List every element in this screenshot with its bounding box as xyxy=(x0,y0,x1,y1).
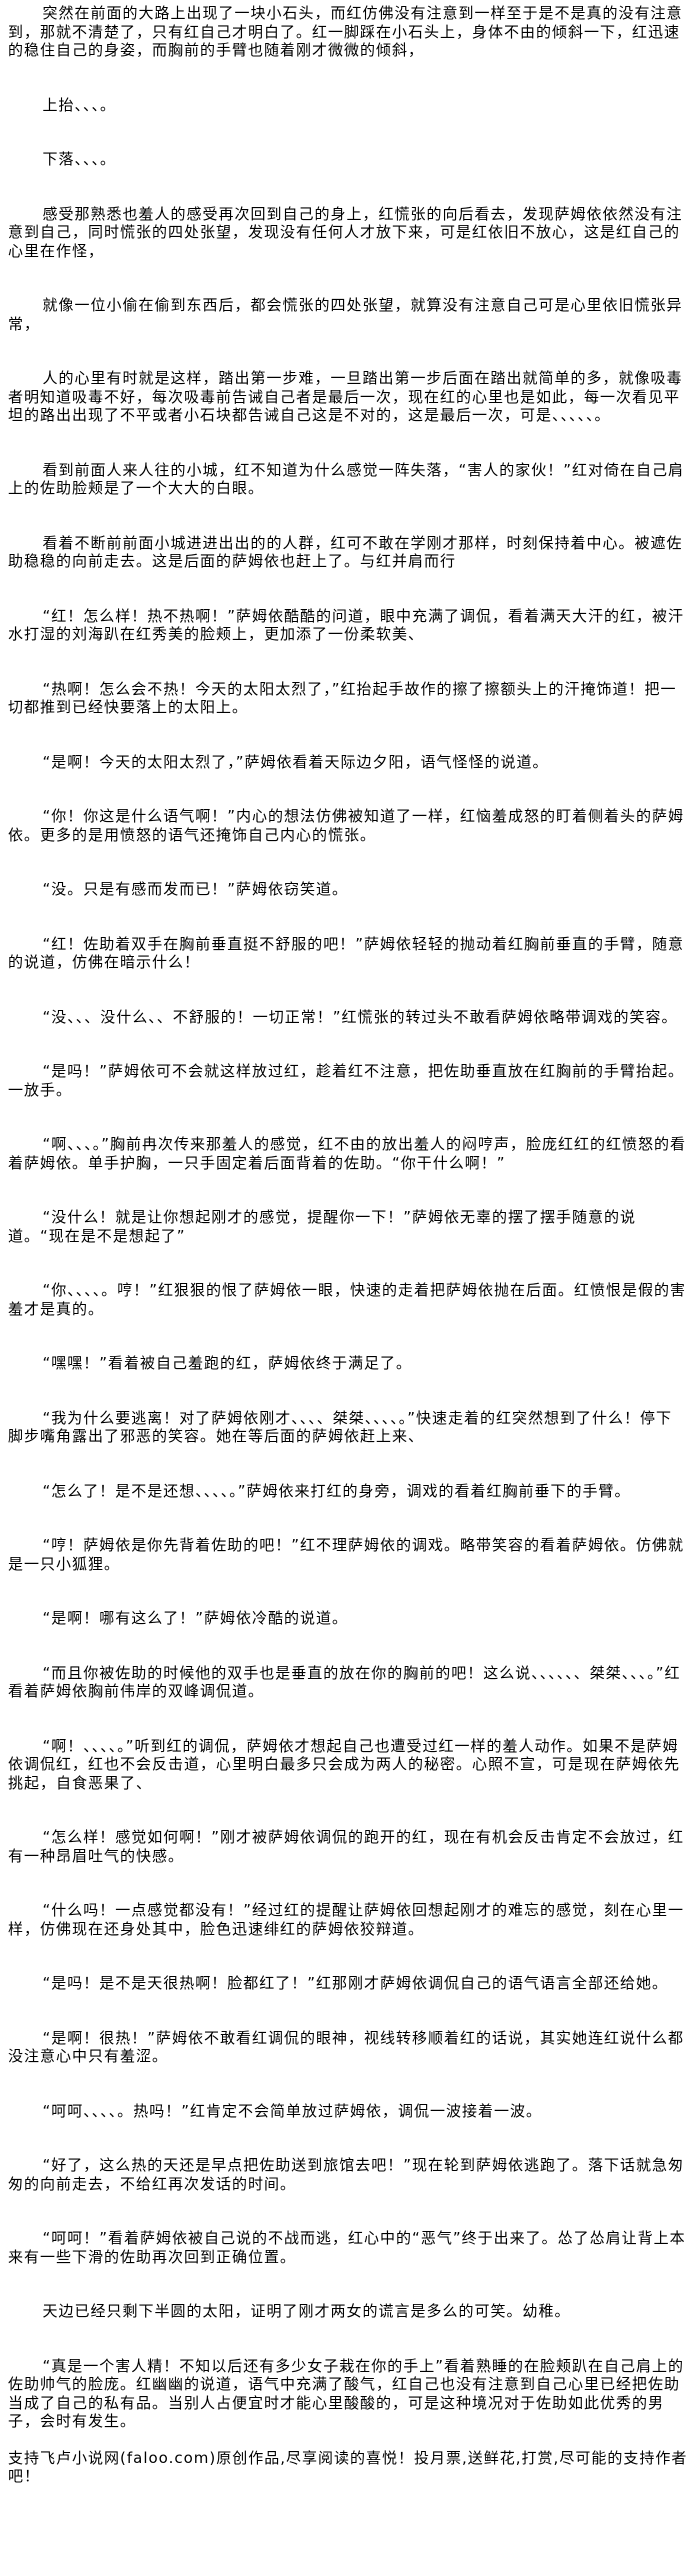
paragraph: “什么吗！一点感觉都没有！”经过红的提醒让萨姆依回想起刚才的难忘的感觉，刻在心里… xyxy=(8,1901,685,1938)
paragraph: 天边已经只剩下半圆的太阳，证明了刚才两女的谎言是多么的可笑。幼稚。 xyxy=(42,2302,571,2320)
paragraph: “你！你这是什么语气啊！”内心的想法仿佛被知道了一样，红恼羞成怒的盯着侧着头的萨… xyxy=(8,807,685,844)
paragraph: “没什么！就是让你想起刚才的感觉，提醒你一下！”萨姆依无辜的摆了摆手随意的说道。… xyxy=(8,1208,637,1245)
paragraph: 上抬、、、。 xyxy=(42,95,117,114)
paragraph: “哼！萨姆依是你先背着佐助的吧！”红不理萨姆依的调戏。略带笑容的看着萨姆依。仿佛… xyxy=(8,1536,685,1573)
paragraph: 看到前面人来人往的小城，红不知道为什么感觉一阵失落，“害人的家伙！”红对倚在自己… xyxy=(8,460,685,498)
paragraph: 下落、、、。 xyxy=(42,150,117,168)
paragraph: 就像一位小偷在偷到东西后，都会慌张的四处张望，就算没有注意自己可是心里依旧慌张异… xyxy=(8,296,683,333)
paragraph: “没。只是有感而发而已！”萨姆依窃笑道。 xyxy=(42,880,349,898)
paragraph: “啊、、、。”胸前冉次传来那羞人的感觉，红不由的放出羞人的闷哼声，脸庞红红的红愤… xyxy=(8,1135,687,1172)
paragraph: “啊！、、、、。”听到红的调侃，萨姆依才想起自己也遭受过红一样的羞人动作。如果不… xyxy=(8,1736,681,1792)
chapter-text: 突然在前面的大路上出现了一块小石头，而红仿佛没有注意到一样至于是不是真的没有注意… xyxy=(8,4,688,2486)
paragraph: “红！怎么样！热不热啊！”萨姆依酷酷的问道，眼中充满了调侃，看着满天大汗的红，被… xyxy=(8,606,685,644)
paragraph: 看着不断前前面小城进进出出的的人群，红可不敢在学刚才那样，时刻保持着中心。被遮佐… xyxy=(8,533,683,571)
paragraph: “是啊！哪有这么了！”萨姆依冷酷的说道。 xyxy=(42,1609,349,1627)
paragraph: “是吗！”萨姆依可不会就这样放过红，趁着红不注意，把佐助垂直放在红胸前的手臂抬起… xyxy=(8,1062,685,1099)
paragraph: “真是一个害人精！不知以后还有多少女子栽在你的手上”看着熟睡的在脸颊趴在自己肩上… xyxy=(8,2356,685,2431)
paragraph: “怎么样！感觉如何啊！”刚才被萨姆依调侃的跑开的红，现在有机会反击肯定不会放过，… xyxy=(8,1828,685,1865)
support-footer: 支持飞卢小说网(faloo.com)原创作品,尽享阅读的喜悦！投月票,送鲜花,打… xyxy=(8,2448,688,2486)
paragraph: “嘿嘿！”看着被自己羞跑的红，萨姆依终于满足了。 xyxy=(42,1354,413,1372)
paragraph: “红！佐助着双手在胸前垂直挺不舒服的吧！”萨姆依轻轻的抛动着红胸前垂直的手臂，随… xyxy=(8,934,685,972)
paragraph: “我为什么要逃离！对了萨姆依刚才、、、、桀桀、、、、。”快速走着的红突然想到了什… xyxy=(8,1408,673,1446)
paragraph: “是啊！很热！”萨姆依不敢看红调侃的眼神，视线转移顺着红的话说，其实她连红说什么… xyxy=(8,2028,685,2066)
paragraph: “热啊！怎么会不热！今天的太阳太烈了，”红抬起手故作的擦了擦额头上的汗掩饰道！把… xyxy=(8,679,677,717)
paragraph: “呵呵！”看着萨姆依被自己说的不战而逃，红心中的“恶气”终于出来了。怂了怂肩让背… xyxy=(8,2229,686,2266)
paragraph: 人的心里有时就是这样，踏出第一步难，一旦踏出第一步后面在踏出就简单的多，就像吸毒… xyxy=(8,369,683,424)
paragraph: “呵呵、、、、。热吗！”红肯定不会简单放过萨姆依，调侃一波接着一波。 xyxy=(42,2101,543,2120)
paragraph: 感受那熟悉也羞人的感受再次回到自己的身上，红慌张的向后看去，发现萨姆依依然没有注… xyxy=(8,204,683,260)
paragraph: “好了，这么热的天还是早点把佐助送到旅馆去吧！”现在轮到萨姆依逃跑了。落下话就急… xyxy=(8,2156,685,2193)
paragraph: “没、、、没什么、、不舒服的！一切正常！”红慌张的转过头不敢看萨姆依略带调戏的笑… xyxy=(42,1007,678,1026)
paragraph: “是啊！今天的太阳太烈了，”萨姆依看着天际边夕阳，语气怪怪的说道。 xyxy=(42,752,549,771)
paragraph: “怎么了！是不是还想、、、、。”萨姆依来打红的身旁，调戏的看着红胸前垂下的手臂。 xyxy=(42,1481,631,1500)
paragraph: “而且你被佐助的时候他的双手也是垂直的放在你的胸前的吧！这么说、、、、、、桀桀、… xyxy=(8,1663,681,1701)
paragraph: “你、、、、。哼！”红狠狠的恨了萨姆依一眼，快速的走着把萨姆依抛在后面。红愤恨是… xyxy=(8,1281,687,1318)
paragraph: “是吗！是不是天很热啊！脸都红了！”红那刚才萨姆依调侃自己的语气语言全部还给她。 xyxy=(42,1974,669,1992)
paragraph: 突然在前面的大路上出现了一块小石头，而红仿佛没有注意到一样至于是不是真的没有注意… xyxy=(8,4,683,59)
